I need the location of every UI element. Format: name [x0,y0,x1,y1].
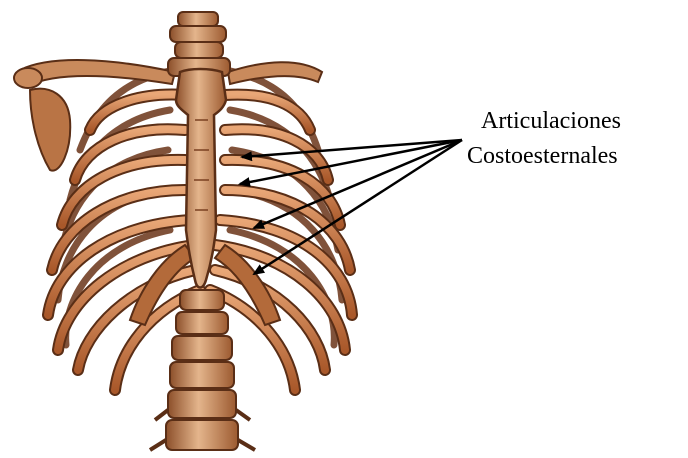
right-clavicle [228,62,322,84]
label-line-2: Costoesternales [467,143,618,169]
label: Articulaciones Costoesternales [467,108,621,169]
label-line-1: Articulaciones [481,108,621,134]
rib-cage-illustration [14,12,352,450]
cervical-vertebrae [168,12,230,76]
